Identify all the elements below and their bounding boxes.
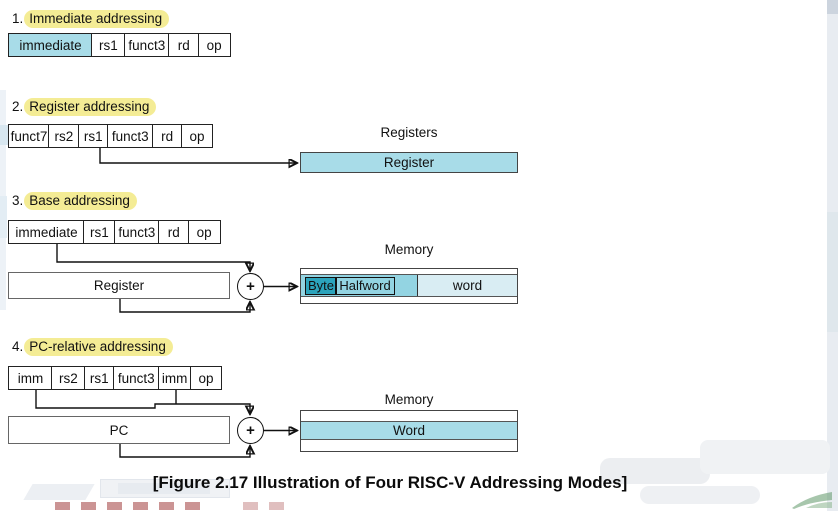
field-rd: rd (168, 33, 200, 57)
memory-strip (301, 411, 517, 421)
register-source-box: Register (8, 272, 230, 299)
connector-immediate-to-adder (56, 244, 250, 270)
memory-byte-cell: Byte (305, 276, 338, 295)
field-funct7: funct7 (8, 124, 50, 148)
plus-sign: + (246, 422, 255, 439)
section-number: 4. (12, 339, 24, 354)
connector-register-to-adder (119, 299, 250, 313)
pc-source-box: PC (8, 416, 230, 444)
field-funct3: funct3 (113, 220, 160, 244)
field-rd: rd (151, 124, 183, 148)
background-red-chip (107, 502, 122, 510)
background-red-chip (133, 502, 148, 510)
section-title-highlighted: Base addressing (24, 192, 137, 210)
background-red-chip (55, 502, 70, 510)
memory-box-base: Byte Halfword word (300, 268, 518, 304)
connector-imm-to-adder (35, 390, 250, 413)
memory-byte-halfword-segment: Byte Halfword (301, 275, 418, 296)
memory-strip (301, 440, 517, 451)
section-title-highlighted: Immediate addressing (24, 10, 170, 28)
adder-circle: + (237, 273, 264, 300)
memory-strip (301, 269, 517, 274)
connector-pc-to-adder (119, 444, 250, 458)
field-rs1: rs1 (77, 124, 109, 148)
connector-rs1-to-register (99, 148, 296, 163)
field-op: op (190, 366, 223, 390)
section-title-highlighted: Register addressing (24, 98, 157, 116)
field-rs1: rs1 (91, 33, 126, 57)
field-rs1: rs1 (83, 366, 115, 390)
memory-title: Memory (384, 242, 434, 257)
register-box: Register (300, 152, 518, 173)
memory-word-band: Word (301, 421, 517, 440)
instruction-fields-immediate: immediate rs1 funct3 rd op (8, 33, 231, 57)
instruction-fields-base: immediate rs1 funct3 rd op (8, 220, 221, 244)
background-red-chip (269, 502, 284, 510)
field-op: op (181, 124, 214, 148)
registers-title: Registers (380, 125, 438, 140)
background-red-chip (159, 502, 174, 510)
background-red-chip (243, 502, 258, 510)
section-number: 2. (12, 99, 24, 114)
section-title-highlighted: PC-relative addressing (24, 338, 173, 356)
plus-sign: + (246, 278, 255, 295)
field-funct3: funct3 (123, 33, 170, 57)
memory-strip (301, 297, 517, 303)
section-4-heading: 4.PC-relative addressing (12, 338, 173, 356)
memory-title: Memory (384, 392, 434, 407)
background-red-chip (81, 502, 96, 510)
field-immediate: immediate (8, 33, 93, 57)
memory-word-cell: word (418, 275, 517, 296)
field-op: op (197, 33, 231, 57)
field-imm: imm (8, 366, 53, 390)
section-1-heading: 1.Immediate addressing (12, 10, 170, 28)
memory-box-pc-relative: Word (300, 410, 518, 452)
field-funct3: funct3 (113, 366, 160, 390)
memory-halfword-cell: Halfword (335, 276, 395, 295)
section-3-heading: 3.Base addressing (12, 192, 137, 210)
figure-caption: [Figure 2.17 Illustration of Four RISC-V… (152, 473, 628, 492)
field-immediate: immediate (8, 220, 85, 244)
section-number: 1. (12, 11, 24, 26)
field-op: op (187, 220, 221, 244)
section-2-heading: 2.Register addressing (12, 98, 157, 116)
background-red-chip (185, 502, 200, 510)
instruction-fields-register: funct7 rs2 rs1 funct3 rd op (8, 124, 214, 148)
field-imm: imm (157, 366, 192, 390)
memory-row: Byte Halfword word (301, 274, 517, 297)
adder-circle: + (237, 417, 264, 444)
instruction-fields-pc-relative: imm rs2 rs1 funct3 imm op (8, 366, 223, 390)
field-rd: rd (158, 220, 190, 244)
section-number: 3. (12, 193, 24, 208)
